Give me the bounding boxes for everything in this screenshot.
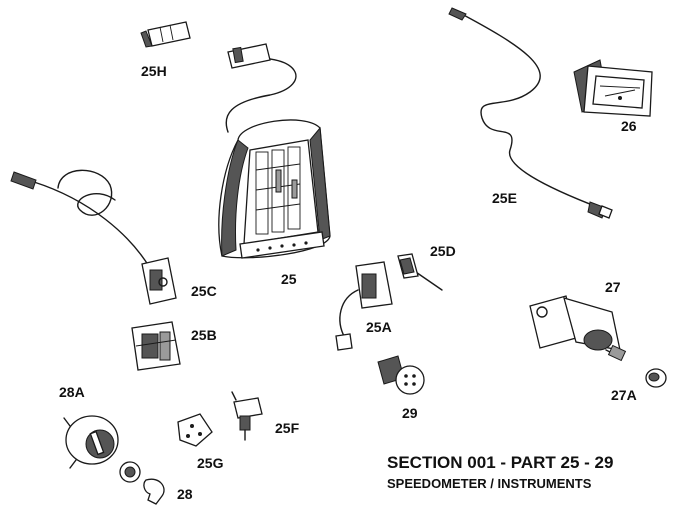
label-29: 29 bbox=[402, 405, 418, 421]
label-25c: 25C bbox=[191, 283, 217, 299]
label-28a: 28A bbox=[59, 384, 85, 400]
part-25d-sender bbox=[397, 253, 443, 291]
label-28: 28 bbox=[177, 486, 193, 502]
part-25a-switch bbox=[335, 261, 393, 351]
label-25h: 25H bbox=[141, 63, 167, 79]
part-28a-ignition-switch bbox=[63, 415, 119, 469]
section-title: SECTION 001 - PART 25 - 29 bbox=[387, 453, 613, 472]
part-26-gauge bbox=[573, 59, 653, 117]
part-25b-switch-block bbox=[131, 321, 181, 371]
part-25c-temp-sender bbox=[10, 169, 177, 305]
label-25: 25 bbox=[281, 271, 297, 287]
label-25a: 25A bbox=[366, 319, 392, 335]
part-25f-pressure-switch bbox=[231, 391, 263, 441]
label-27a: 27A bbox=[611, 387, 637, 403]
part-25h-connector bbox=[140, 21, 191, 48]
label-26: 26 bbox=[621, 118, 637, 134]
label-25f: 25F bbox=[275, 420, 300, 436]
part-25-instrument-cluster bbox=[218, 43, 331, 259]
label-25d: 25D bbox=[430, 243, 456, 259]
label-25g: 25G bbox=[197, 455, 224, 471]
part-27a-knob bbox=[645, 368, 667, 388]
part-27-switch bbox=[529, 295, 627, 362]
label-25b: 25B bbox=[191, 327, 217, 343]
section-subtitle: SPEEDOMETER / INSTRUMENTS bbox=[387, 476, 592, 491]
part-25e-speedo-cable bbox=[448, 7, 613, 219]
label-25e: 25E bbox=[492, 190, 517, 206]
part-29-plug bbox=[377, 355, 425, 395]
part-28-bezel-and-key bbox=[119, 461, 165, 505]
part-25g-connector-block bbox=[177, 413, 213, 447]
label-27: 27 bbox=[605, 279, 621, 295]
